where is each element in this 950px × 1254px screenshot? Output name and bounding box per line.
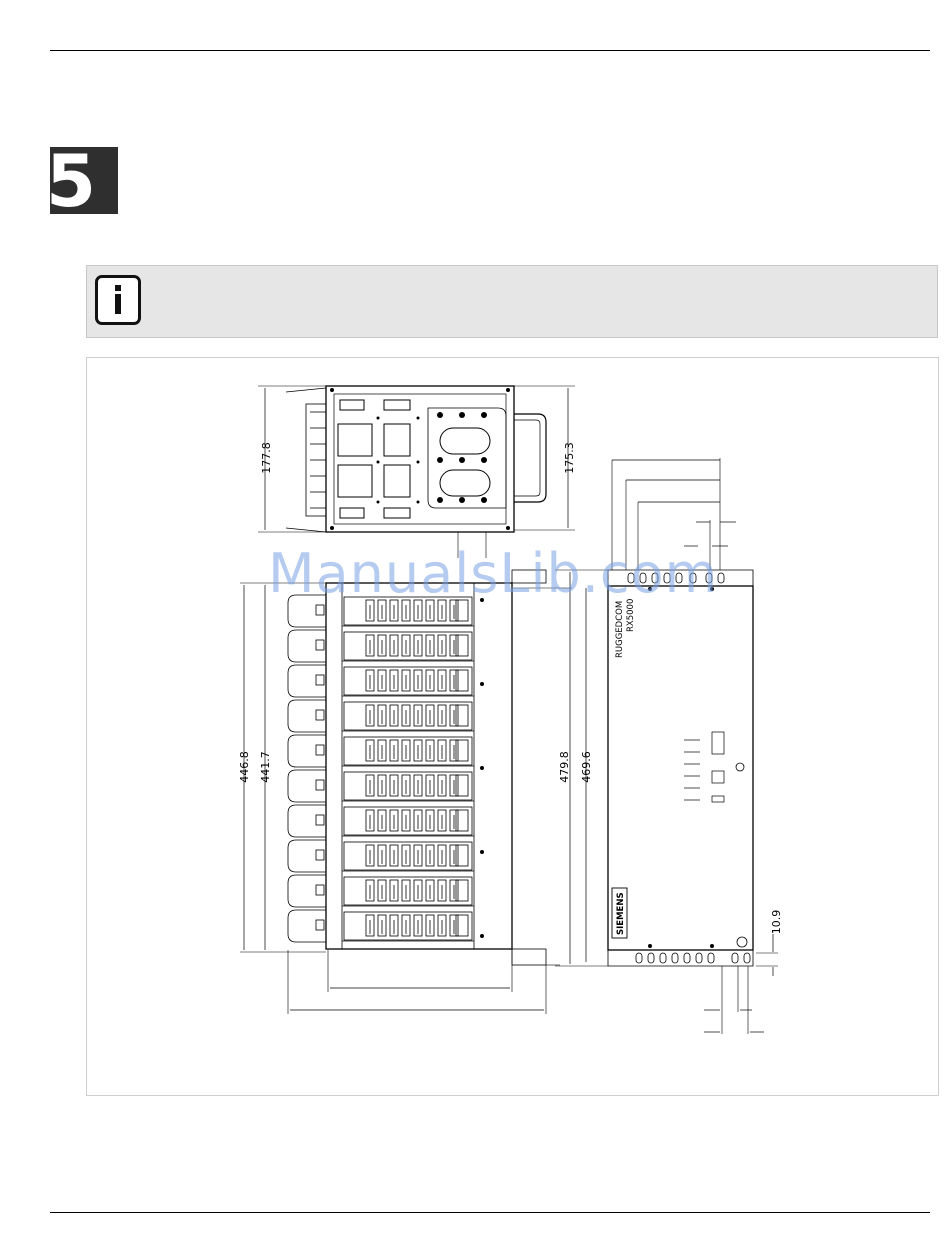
module-slot <box>288 630 474 662</box>
top-view <box>258 386 575 558</box>
module-slot <box>288 910 474 942</box>
module-slot <box>288 770 474 802</box>
dim-front-depth-inner: 441.7 <box>259 751 272 783</box>
footer-rule <box>50 1212 930 1213</box>
module-slot <box>288 700 474 732</box>
module-slot <box>288 875 474 907</box>
module-slot <box>288 735 474 767</box>
module-slot <box>288 665 474 697</box>
dim-side-height-inner: 469.6 <box>580 751 593 783</box>
dim-top-width-rear: 175.3 <box>563 442 576 474</box>
watermark: ManualsLib.com <box>268 542 718 605</box>
dim-front-depth: 446.8 <box>238 751 251 783</box>
dim-side-offset: 10.9 <box>770 910 783 935</box>
dim-top-width: 177.8 <box>260 442 273 474</box>
front-view <box>240 570 572 1014</box>
module-slot <box>288 805 474 837</box>
module-slot <box>288 840 474 872</box>
device-brand: RUGGEDCOM <box>615 601 625 658</box>
device-vendor: SIEMENS <box>616 892 626 935</box>
dim-side-height: 479.8 <box>558 751 571 783</box>
